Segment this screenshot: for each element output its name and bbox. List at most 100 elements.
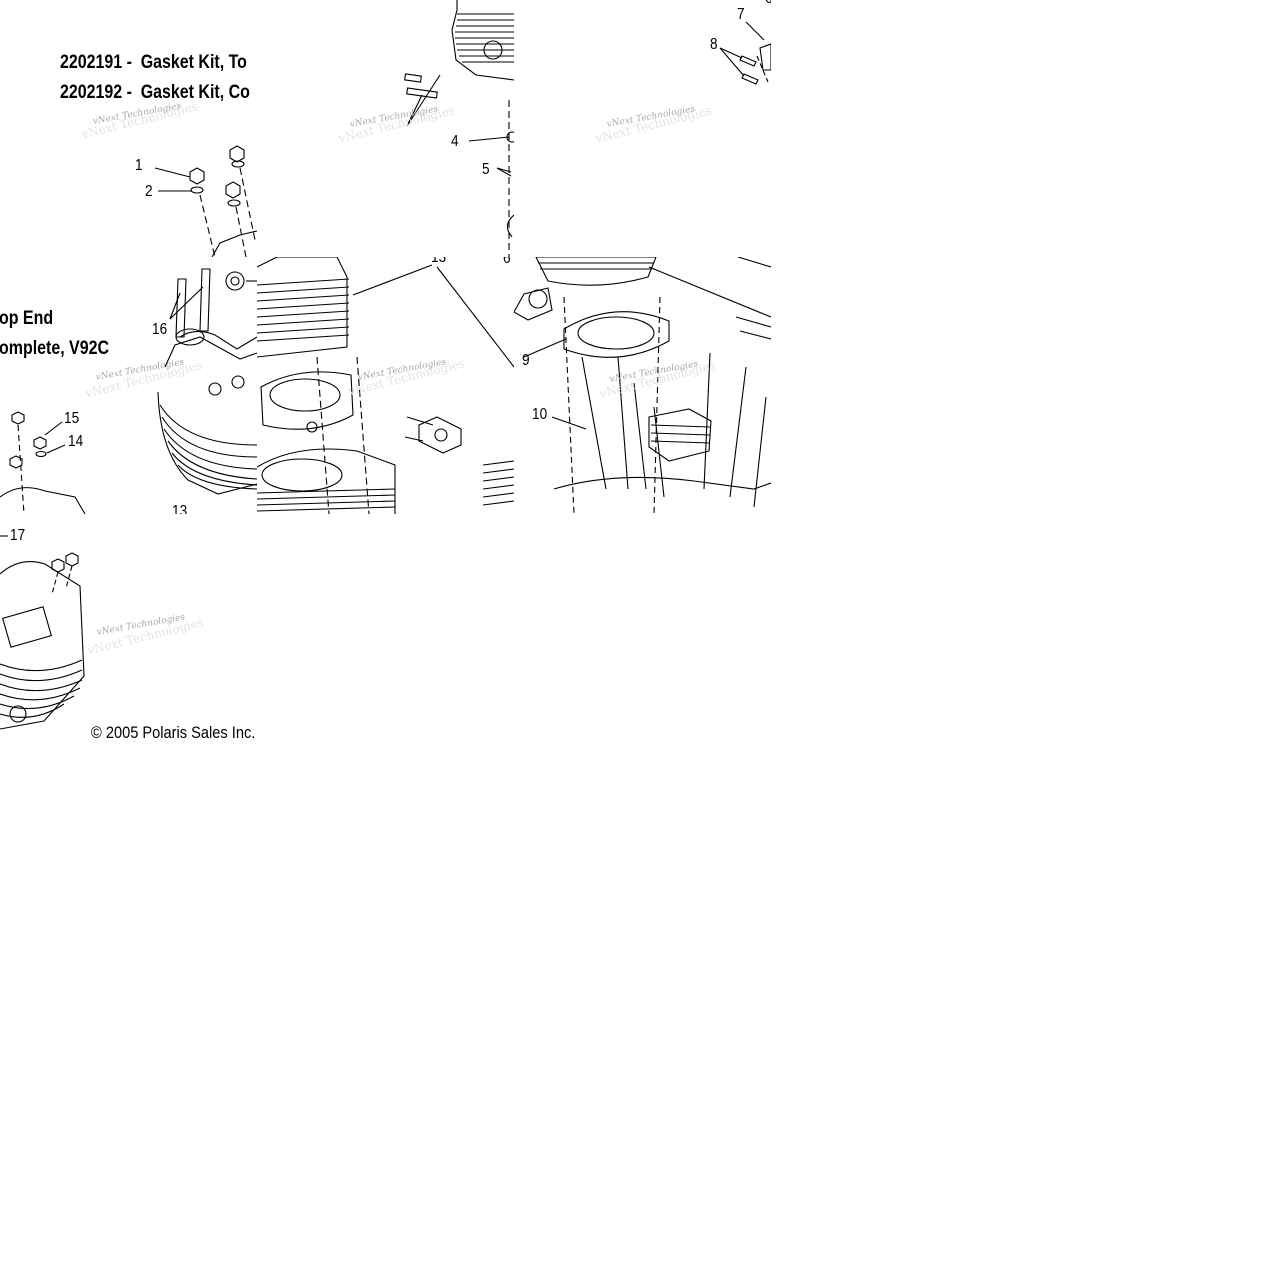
drawing-top-bolts <box>154 145 257 257</box>
drawing-pushrods-piston <box>514 257 771 514</box>
washer-shape <box>227 199 241 207</box>
cylinder-outline <box>257 448 396 514</box>
leader-line-14 <box>46 444 66 454</box>
cylinder-outline <box>735 257 771 340</box>
axis-line <box>51 571 59 595</box>
head-outline <box>0 487 86 514</box>
bolt-shape <box>741 73 759 85</box>
drawing-head-assembly <box>0 268 257 514</box>
drawing-rocker-bolts <box>719 21 771 85</box>
callout-5: 5 <box>482 161 490 178</box>
fin-lines <box>159 404 257 490</box>
bolt-hole-shape <box>208 382 222 396</box>
fin-lines <box>0 659 83 718</box>
bolt-shape <box>406 416 434 426</box>
port-shape <box>175 328 205 346</box>
axis-line <box>17 424 25 514</box>
cylinder-bore <box>261 458 343 492</box>
leader-line-9 <box>523 338 567 358</box>
callout-15: 15 <box>64 410 80 427</box>
washer-shape <box>190 186 204 194</box>
piston-shape <box>648 408 712 462</box>
o-ring-shape <box>230 276 240 286</box>
axis-line <box>65 565 73 589</box>
nut-shape <box>9 455 23 469</box>
tile-header-left: 2202191 - Gasket Kit, To 2202192 - Gaske… <box>0 0 257 257</box>
fin-lines <box>257 488 396 512</box>
drawing-cylinder-head-top <box>404 0 514 257</box>
nut-shape <box>229 145 245 163</box>
callout-13-top: 13 <box>431 257 447 266</box>
dowel-shape <box>406 87 438 99</box>
kit-line-1: 2202191 - Gasket Kit, To <box>60 52 247 73</box>
nut-shape <box>189 167 205 185</box>
leader-line-1 <box>154 167 191 178</box>
axis-line <box>199 194 216 257</box>
callout-16: 16 <box>152 321 168 338</box>
callout-17: 17 <box>10 527 26 544</box>
leader-line-13 <box>436 266 514 368</box>
leader-line-8 <box>719 47 743 59</box>
axis-line <box>356 356 370 514</box>
fin-lines <box>455 13 514 63</box>
drawing-front-head <box>0 535 85 730</box>
port-shape <box>9 705 27 723</box>
pushrod-tube-shape <box>175 278 187 338</box>
kit-line-2: 2202192 - Gasket Kit, Co <box>60 82 250 103</box>
piston-ring-lines <box>650 424 711 444</box>
bolt-shape <box>404 436 424 442</box>
title-fragment-1: op End <box>0 308 54 329</box>
gasket-bore <box>269 378 341 412</box>
head-outline <box>211 230 257 257</box>
callout-1: 1 <box>135 157 143 174</box>
dowel-shape <box>306 421 318 433</box>
nut-shape <box>33 436 47 450</box>
fitting-port <box>434 428 448 442</box>
callout-13-bottom: 13 <box>172 503 188 515</box>
cylinder-outline <box>535 257 657 286</box>
plug-shape <box>65 552 79 567</box>
pushrod-tube-shape <box>199 268 211 332</box>
tile-title-left: op End omplete, V92C vNext Technologies … <box>0 257 257 514</box>
callout-9: 9 <box>522 352 530 369</box>
gasket-bore <box>577 316 655 350</box>
callout-7: 7 <box>737 6 745 23</box>
callout-2: 2 <box>145 183 153 200</box>
fitting-shape <box>418 416 462 454</box>
nut-shape <box>225 181 241 199</box>
axis-line <box>756 55 769 83</box>
port-shape <box>483 40 503 60</box>
cylinder-outline <box>257 257 348 358</box>
callout-6-center: 6 <box>503 257 511 267</box>
dowel-shape <box>404 73 422 83</box>
tile-bottom-left: 17 vNext Technologies vNext Technologies… <box>0 514 257 771</box>
washer-shape <box>231 160 245 168</box>
pushrod-shapes <box>581 352 767 508</box>
bolt-hole-shape <box>231 375 245 389</box>
fitting-shape <box>514 287 553 321</box>
fin-lines <box>257 278 350 342</box>
leader-line-5 <box>496 167 512 177</box>
washer-shape <box>35 450 47 458</box>
leader-line-4 <box>468 136 510 142</box>
callout-4: 4 <box>451 133 459 150</box>
fin-lines <box>538 262 654 270</box>
callout-6-top: 6 <box>765 0 771 7</box>
callout-8: 8 <box>710 36 718 53</box>
bolt-shape <box>739 55 757 67</box>
o-ring-shape <box>506 131 514 143</box>
leader-line-16 <box>169 286 204 320</box>
o-ring-shape <box>225 271 245 291</box>
title-fragment-2: omplete, V92C <box>0 338 109 359</box>
leader-line-16 <box>169 292 181 320</box>
gasket-shape <box>563 311 670 358</box>
leader-line-13 <box>648 266 771 318</box>
bracket-shape <box>759 43 771 71</box>
gasket-shape <box>260 371 354 430</box>
copyright-notice: © 2005 Polaris Sales Inc. <box>91 723 256 742</box>
tile-top-right: 6 7 8 vNext Technologies vNext Technolog… <box>514 0 771 257</box>
leader-line-15 <box>44 421 63 436</box>
axis-line <box>653 296 661 514</box>
callout-14: 14 <box>68 433 84 450</box>
tile-center: 13 6 vNext Technologies vNext Technologi… <box>257 257 514 514</box>
